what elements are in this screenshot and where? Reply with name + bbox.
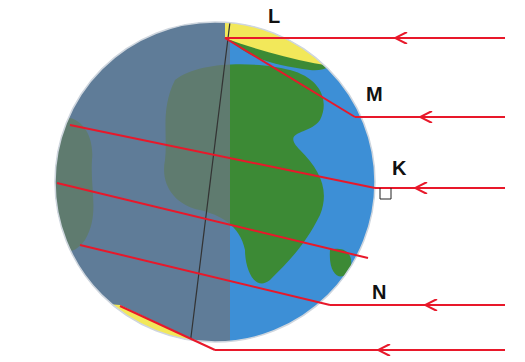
point-label: M	[366, 84, 383, 104]
right-angle-mark	[380, 188, 391, 199]
point-label: N	[372, 282, 386, 302]
point-label: K	[392, 158, 406, 178]
globe	[55, 22, 380, 350]
sun-rays	[57, 38, 505, 350]
point-label: L	[268, 6, 280, 26]
